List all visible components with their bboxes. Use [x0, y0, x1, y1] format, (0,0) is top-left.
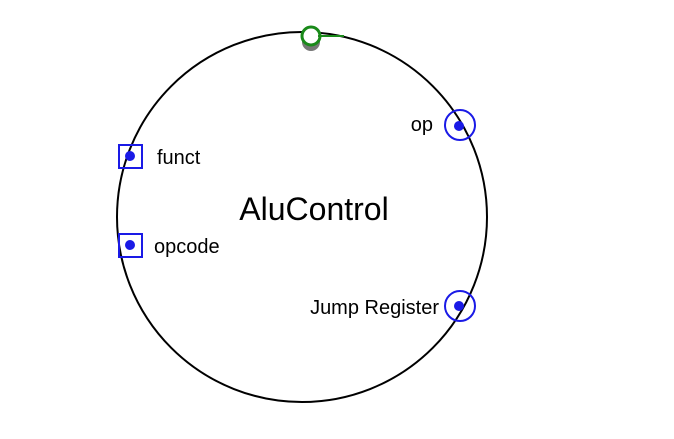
- input-label-opcode: opcode: [154, 236, 220, 258]
- input-pin-funct-box: [118, 144, 143, 169]
- input-pin-opcode[interactable]: [118, 233, 143, 258]
- output-pin-op-dot: [454, 121, 464, 131]
- output-pin-jump-register[interactable]: [444, 290, 476, 322]
- clock-pin-ring: [300, 25, 322, 47]
- output-pin-op-ring: [444, 109, 476, 141]
- output-pin-jump-register-ring: [444, 290, 476, 322]
- clock-pin[interactable]: [300, 25, 344, 51]
- component-name: AluControl: [239, 191, 388, 227]
- output-label-op: op: [411, 114, 433, 136]
- input-pin-funct[interactable]: [118, 144, 143, 169]
- input-pin-opcode-dot: [125, 240, 135, 250]
- output-pin-op[interactable]: [444, 109, 476, 141]
- input-label-funct: funct: [157, 147, 201, 169]
- output-label-jump-register: Jump Register: [310, 297, 439, 319]
- input-pin-funct-dot: [125, 151, 135, 161]
- input-pin-opcode-box: [118, 233, 143, 258]
- output-pin-jump-register-dot: [454, 301, 464, 311]
